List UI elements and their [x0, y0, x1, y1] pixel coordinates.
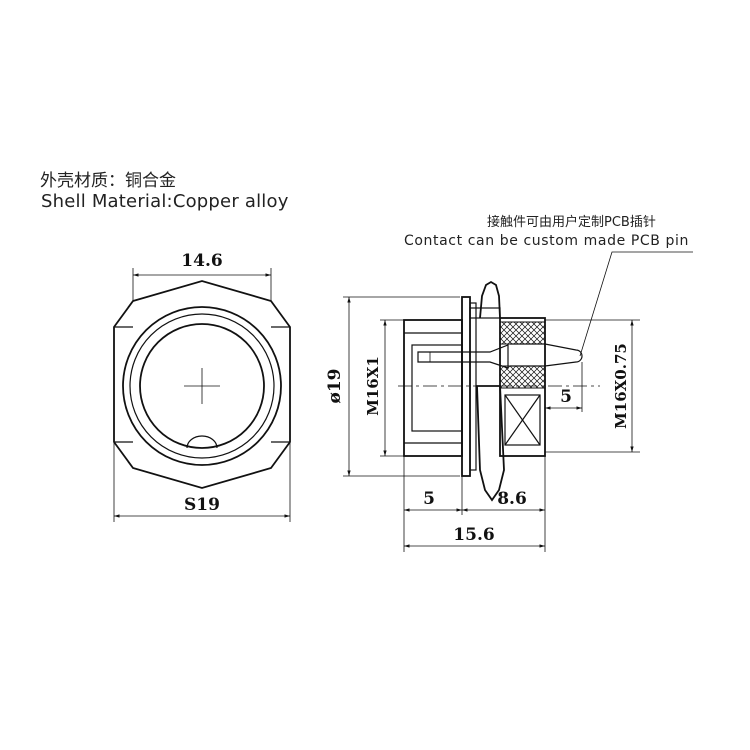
side-view: ø19 M16X1: [325, 251, 693, 552]
rear-hatch-top: [499, 321, 546, 345]
rear-hatch-bottom: [499, 365, 546, 389]
hex-nut-outline: [113, 280, 291, 489]
outer-ring: [122, 306, 282, 466]
pcb-pin-tail: [510, 343, 583, 367]
dim-hex-size: S19: [184, 495, 220, 515]
pin-note-cn: 接触件可由用户定制PCB插针: [487, 215, 656, 230]
dim-rear-length: 8.6: [497, 489, 527, 509]
dim-diameter: ø19: [325, 369, 345, 404]
contact-pin: [417, 344, 509, 369]
top-nut: [479, 280, 501, 319]
material-label-cn: 外壳材质：铜合金: [40, 171, 176, 191]
dim-thread-main: M16X1: [364, 356, 382, 416]
key-notch: [186, 435, 218, 449]
material-label-en: Shell Material:Copper alloy: [41, 191, 289, 212]
pin-note-en: Contact can be custom made PCB pin: [404, 233, 689, 249]
flange: [461, 296, 471, 477]
pin-note-leader: [579, 251, 693, 357]
middle-ring: [129, 313, 275, 459]
dim-width-top: 14.6: [181, 251, 222, 271]
dim-pin-length: 5: [560, 387, 572, 407]
dim-front-length: 5: [423, 489, 435, 509]
front-view: 14.6 S19: [113, 251, 291, 522]
inner-ring: [139, 323, 265, 449]
front-body: [403, 319, 463, 457]
dim-thread-rear: M16X0.75: [612, 343, 630, 429]
dim-total-length: 15.6: [453, 525, 494, 545]
front-insert: [411, 344, 463, 432]
